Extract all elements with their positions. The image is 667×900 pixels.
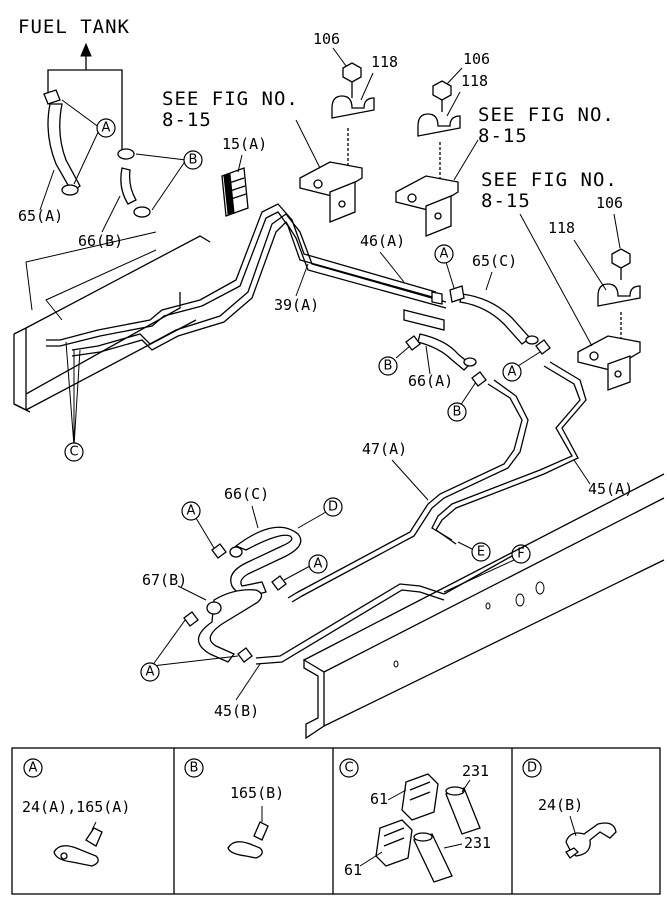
legend-table — [11, 747, 661, 895]
hose-66a — [405, 333, 477, 371]
label-118c: 118 — [548, 219, 575, 237]
see-fig-3-line2: 8-15 — [481, 190, 531, 212]
label-66a: 66(A) — [408, 372, 453, 390]
svg-text:E: E — [477, 545, 485, 560]
see-fig-1-line2: 8-15 — [162, 109, 212, 131]
pipe-45a — [431, 361, 587, 545]
clip-15a — [221, 167, 249, 217]
sleeve-icon-c1 — [445, 786, 481, 835]
label-118b: 118 — [461, 72, 488, 90]
callout-a-4 — [181, 501, 201, 521]
label-106c: 106 — [596, 194, 623, 212]
svg-text:A: A — [146, 665, 155, 680]
svg-text:A: A — [29, 761, 38, 776]
callout-c-1 — [64, 442, 84, 462]
label-67b: 67(B) — [142, 571, 187, 589]
svg-text:A: A — [187, 504, 196, 519]
svg-text:A: A — [102, 121, 111, 136]
pipe-39a — [46, 203, 437, 347]
callout-a-6 — [140, 662, 160, 682]
svg-text:A: A — [314, 557, 323, 572]
hose-67b — [197, 589, 263, 663]
callout-a-5 — [308, 554, 328, 574]
callout-a-3 — [502, 362, 522, 382]
svg-text:D: D — [328, 500, 338, 515]
pipe-47a — [287, 379, 529, 603]
svg-text:C: C — [344, 761, 353, 776]
svg-text:A: A — [508, 365, 517, 380]
pipe-46a — [71, 213, 447, 357]
label-65a: 65(A) — [18, 207, 63, 225]
bracket-assembly-2 — [395, 80, 461, 237]
legend-a-marker — [23, 758, 43, 778]
label-45b: 45(B) — [214, 702, 259, 720]
pipe-45b — [255, 555, 513, 665]
see-fig-1-line1: SEE FIG NO. — [162, 88, 299, 110]
legend-c-part-61b: 61 — [344, 861, 362, 879]
bracket-assembly-1 — [299, 62, 375, 223]
see-fig-3-line1: SEE FIG NO. — [481, 169, 618, 191]
fuel-tank-arrowhead — [80, 42, 92, 57]
svg-text:F: F — [517, 547, 524, 562]
label-39a: 39(A) — [274, 296, 319, 314]
label-118a: 118 — [371, 53, 398, 71]
callout-b-2 — [378, 356, 398, 376]
callout-b-1 — [183, 150, 203, 170]
legend-b-parts: 165(B) — [230, 784, 284, 802]
label-15a: 15(A) — [222, 135, 267, 153]
sleeve-icon-c2 — [413, 832, 453, 883]
hose-66c — [229, 526, 302, 596]
label-106a: 106 — [313, 30, 340, 48]
callout-b-3 — [447, 402, 467, 422]
callout-a-2 — [434, 244, 454, 264]
label-66b: 66(B) — [78, 232, 123, 250]
see-fig-2-line2: 8-15 — [478, 125, 528, 147]
svg-text:A: A — [440, 247, 449, 262]
frame-rail-left — [13, 235, 211, 413]
legend-b-marker — [184, 758, 204, 778]
clamp-icon-a — [53, 827, 103, 867]
frame-rail-right — [303, 473, 665, 740]
see-fig-2-line1: SEE FIG NO. — [478, 104, 615, 126]
hose-65c — [449, 285, 539, 345]
hose-65a — [43, 89, 81, 196]
fuel-tank-title: FUEL TANK — [18, 16, 130, 38]
callout-a-1 — [96, 118, 116, 138]
legend-c-part-61a: 61 — [370, 790, 388, 808]
svg-text:B: B — [189, 153, 198, 168]
label-106b: 106 — [463, 50, 490, 68]
clamp-icon-b — [227, 821, 269, 859]
legend-c-part-231a: 231 — [462, 762, 489, 780]
connector-icon-c1 — [401, 773, 439, 821]
callout-e — [471, 542, 491, 562]
connector-icon-c2 — [375, 819, 413, 867]
callout-d — [323, 497, 343, 517]
svg-text:B: B — [190, 761, 199, 776]
svg-text:D: D — [527, 761, 537, 776]
legend-d-parts: 24(B) — [538, 796, 583, 814]
hose-66b — [117, 148, 151, 218]
legend-c-marker — [339, 758, 359, 778]
svg-text:C: C — [69, 445, 78, 460]
bracket-assembly-3 — [577, 248, 641, 391]
label-46a: 46(A) — [360, 232, 405, 250]
label-45a: 45(A) — [588, 480, 633, 498]
svg-text:B: B — [453, 405, 462, 420]
label-65c: 65(C) — [472, 252, 517, 270]
legend-c-part-231b: 231 — [464, 834, 491, 852]
fuel-tank-bracket — [47, 69, 123, 150]
legend-a-parts: 24(A),165(A) — [22, 798, 130, 816]
svg-text:B: B — [384, 359, 393, 374]
label-47a: 47(A) — [362, 440, 407, 458]
label-66c: 66(C) — [224, 485, 269, 503]
legend-d-marker — [522, 758, 542, 778]
